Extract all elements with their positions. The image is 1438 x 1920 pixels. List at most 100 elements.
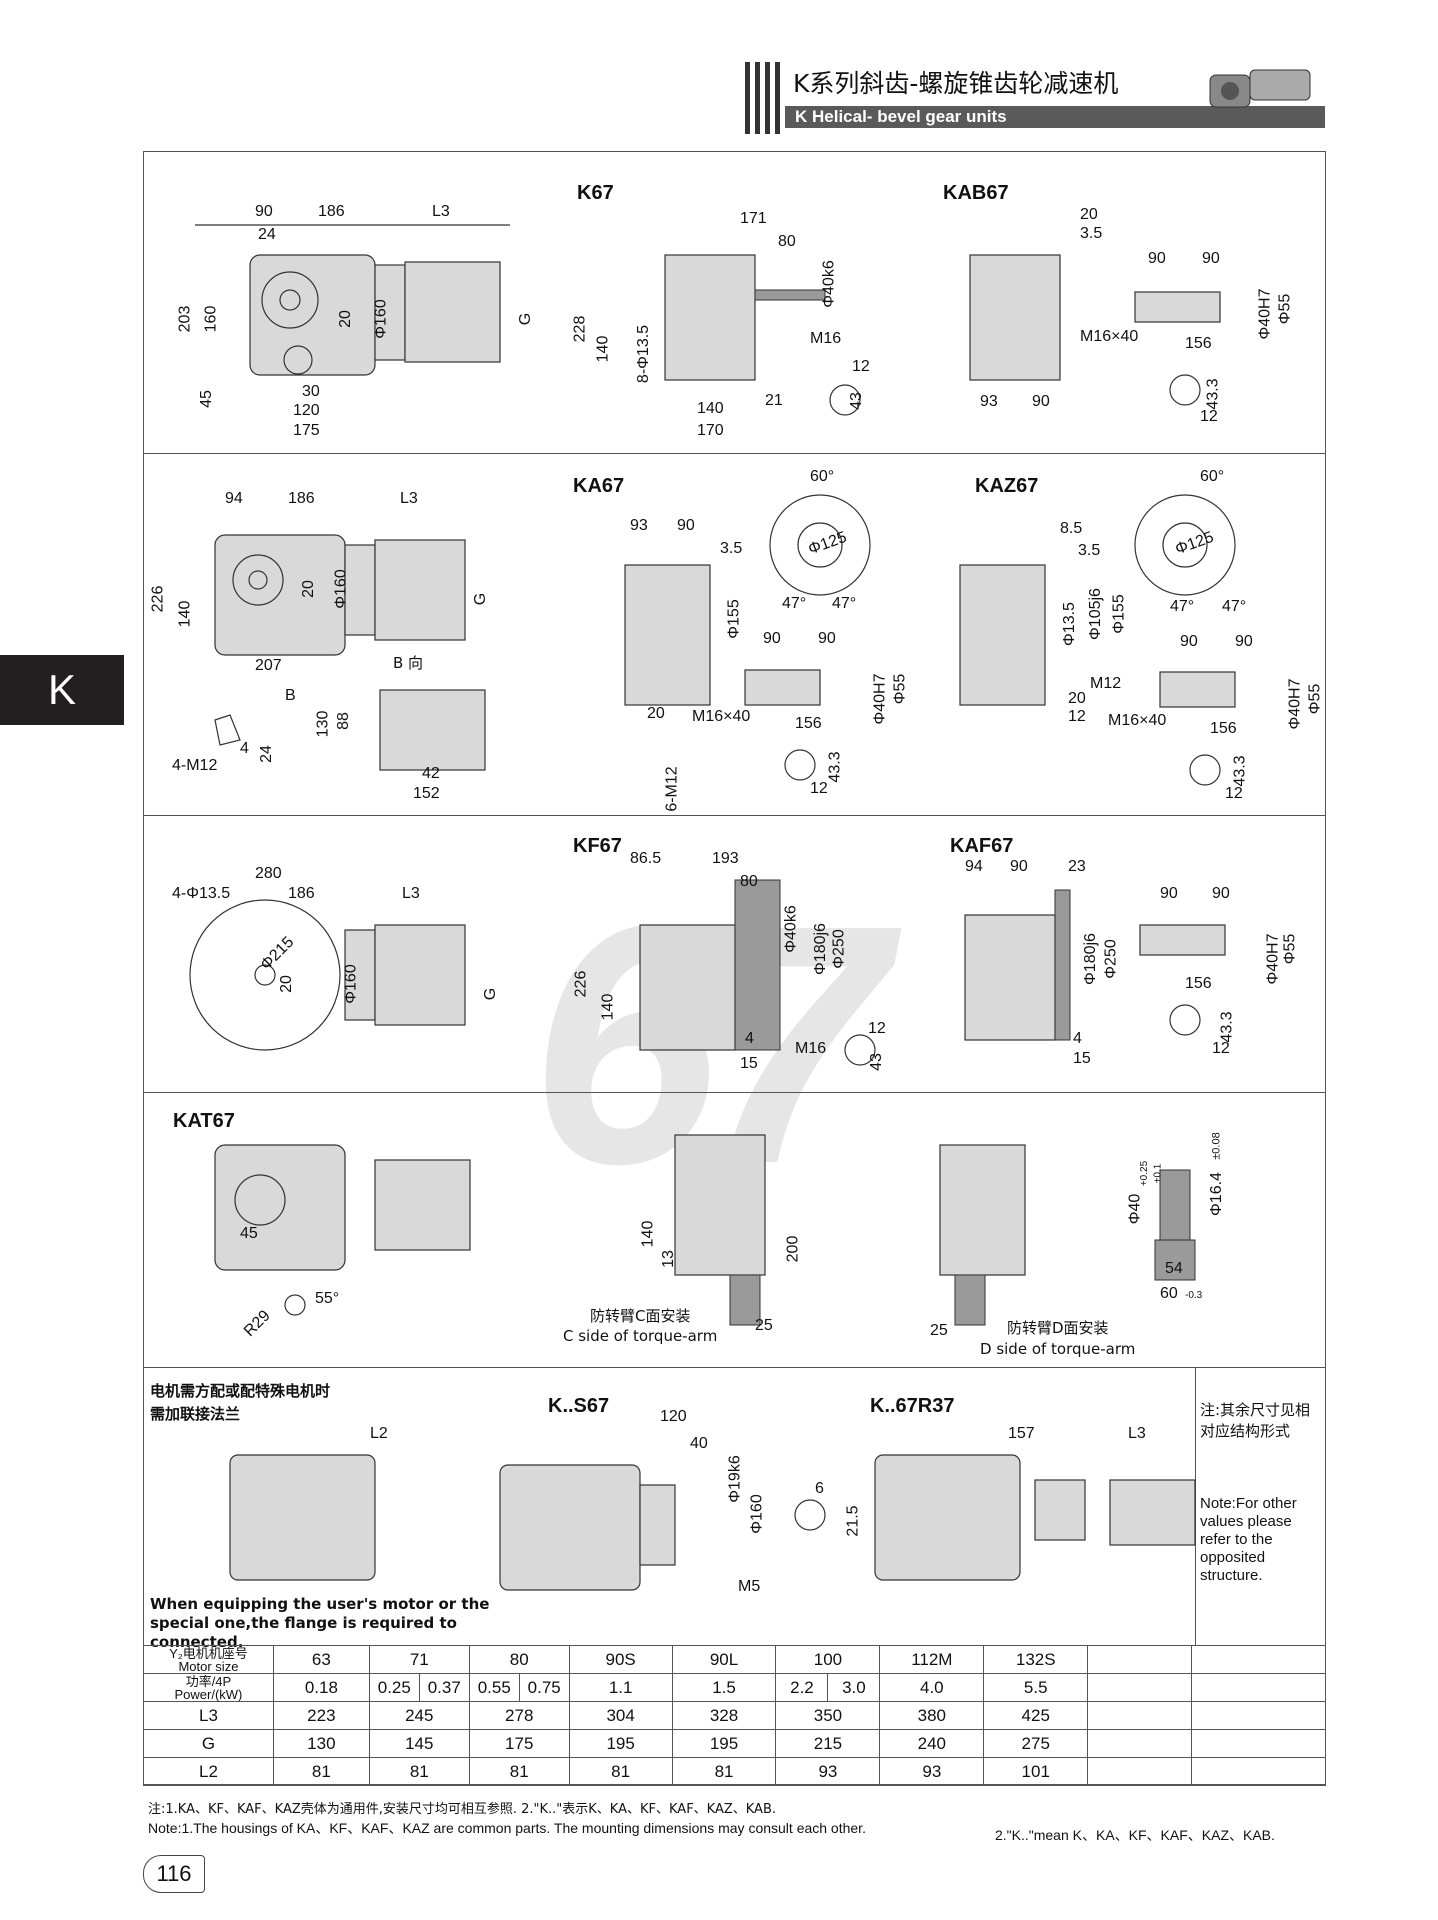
dim: 12 bbox=[1225, 785, 1243, 802]
row-header-l3: L3 bbox=[143, 1701, 274, 1730]
dim: 30 bbox=[302, 383, 320, 400]
dim: 152 bbox=[413, 785, 440, 802]
table-cell: 71 bbox=[368, 1645, 470, 1674]
dim: 157 bbox=[1008, 1425, 1035, 1442]
dim: 43.3 bbox=[1218, 1011, 1236, 1043]
label-ka67: KA67 bbox=[573, 475, 625, 497]
dim: 60° bbox=[810, 468, 835, 485]
dim: M16×40 bbox=[1108, 712, 1167, 729]
dim: 228 bbox=[571, 315, 589, 343]
dim: 171 bbox=[740, 210, 767, 227]
header-title-en: K Helical- bevel gear units bbox=[785, 106, 1325, 128]
dim: 88 bbox=[334, 712, 352, 730]
dim: 94 bbox=[225, 490, 243, 507]
kaf67-view bbox=[964, 889, 1226, 1041]
dim: 47° bbox=[1222, 598, 1247, 615]
dim: 24 bbox=[257, 745, 275, 763]
table-cell: 2.2 bbox=[775, 1673, 829, 1702]
kf67-side-view bbox=[189, 899, 466, 1051]
dim: 43.3 bbox=[1204, 378, 1222, 410]
label-ks67: K..S67 bbox=[548, 1395, 610, 1417]
label-kaf67: KAF67 bbox=[950, 835, 1014, 857]
table-cell bbox=[1191, 1757, 1326, 1786]
dim: 80 bbox=[778, 233, 796, 250]
dim: 90 bbox=[1010, 858, 1028, 875]
k67-front-view bbox=[664, 254, 861, 416]
dim: 20 bbox=[1080, 206, 1098, 223]
intro-cn-line2: 需加联接法兰 bbox=[150, 1405, 241, 1423]
page-number: 116 bbox=[143, 1855, 205, 1893]
table-cell: 5.5 bbox=[983, 1673, 1089, 1702]
dim: Φ160 bbox=[372, 299, 390, 339]
dim: 130 bbox=[314, 710, 332, 738]
table-cell: 81 bbox=[368, 1757, 470, 1786]
dim: 12 bbox=[1068, 708, 1086, 725]
dim: 90 bbox=[1148, 250, 1166, 267]
dim: 120 bbox=[660, 1408, 687, 1425]
table-cell: 195 bbox=[671, 1729, 777, 1758]
dim: 45 bbox=[240, 1225, 258, 1242]
dim: 203 bbox=[176, 305, 194, 333]
label-kaz67: KAZ67 bbox=[975, 475, 1039, 497]
label-kat67: KAT67 bbox=[173, 1110, 235, 1132]
side-note-cn: 注:其余尺寸见相对应结构形式 bbox=[1200, 1401, 1311, 1440]
dim: 186 bbox=[288, 885, 315, 902]
dim: 43 bbox=[847, 392, 865, 410]
dim: 156 bbox=[1210, 720, 1237, 737]
dim: Φ180j6 bbox=[1081, 933, 1099, 985]
dim: -0.3 bbox=[1185, 1290, 1203, 1301]
dim: B 向 bbox=[393, 654, 424, 672]
dim: 12 bbox=[852, 358, 870, 375]
dim: 90 bbox=[1235, 633, 1253, 650]
table-cell: 0.25 bbox=[368, 1673, 420, 1702]
dim: 20 bbox=[299, 580, 317, 598]
table-cell: 93 bbox=[879, 1757, 985, 1786]
label-kf67: KF67 bbox=[573, 835, 622, 857]
table-cell: 0.75 bbox=[518, 1673, 570, 1702]
header-band: K系列斜齿-螺旋锥齿轮减速机 K Helical- bevel gear uni… bbox=[785, 62, 1325, 134]
table-cell: 275 bbox=[983, 1729, 1089, 1758]
dim: Φ40H7 bbox=[871, 673, 889, 725]
dim: 156 bbox=[1185, 975, 1212, 992]
note-cn: 注:1.KA、KF、KAF、KAZ壳体为通用件,安装尺寸均可相互参照. 2."K… bbox=[148, 1802, 777, 1817]
table-cell: 1.1 bbox=[568, 1673, 673, 1702]
section-divider bbox=[143, 1367, 1326, 1368]
table-cell: 240 bbox=[879, 1729, 985, 1758]
dim: 23 bbox=[1068, 858, 1086, 875]
table-cell: 223 bbox=[272, 1701, 370, 1730]
table-cell: 3.0 bbox=[827, 1673, 881, 1702]
dim: 12 bbox=[868, 1020, 886, 1037]
table-cell bbox=[1191, 1729, 1326, 1758]
intro-cn-line1: 电机需方配或配特殊电机时 bbox=[150, 1382, 331, 1400]
label-k67r37: K..67R37 bbox=[870, 1395, 955, 1417]
dim: 47° bbox=[1170, 598, 1195, 615]
dim: 90 bbox=[1202, 250, 1220, 267]
table-cell: 425 bbox=[983, 1701, 1089, 1730]
dim: 90 bbox=[763, 630, 781, 647]
section-divider bbox=[143, 453, 1326, 454]
dim: 47° bbox=[832, 595, 857, 612]
table-cell: 63 bbox=[272, 1645, 370, 1674]
caption-d-side-en: D side of torque-arm bbox=[980, 1340, 1136, 1358]
side-note-en: Note:For other values please refer to th… bbox=[1200, 1495, 1297, 1584]
dim: L3 bbox=[402, 885, 420, 902]
dim: Φ160 bbox=[332, 569, 350, 609]
dim: 60 bbox=[1160, 1285, 1178, 1302]
label-k67: K67 bbox=[577, 182, 614, 204]
dim: 20 bbox=[647, 705, 665, 722]
dim: 25 bbox=[930, 1322, 948, 1339]
table-cell: 4.0 bbox=[879, 1673, 985, 1702]
table-cell: 81 bbox=[671, 1757, 777, 1786]
dim: Φ55 bbox=[1306, 683, 1324, 715]
table-cell: 145 bbox=[368, 1729, 470, 1758]
dim: 8-Φ13.5 bbox=[635, 324, 653, 384]
dim: Φ160 bbox=[342, 964, 360, 1004]
dim: 3.5 bbox=[720, 540, 743, 557]
header-title-cn: K系列斜齿-螺旋锥齿轮减速机 bbox=[785, 62, 1193, 106]
dim: Φ155 bbox=[725, 599, 743, 639]
table-cell: 175 bbox=[468, 1729, 570, 1758]
